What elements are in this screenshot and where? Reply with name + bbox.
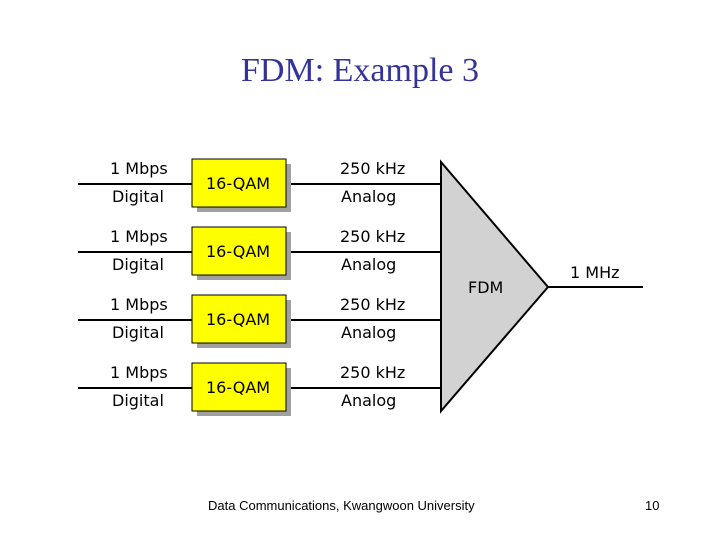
bandwidth-label: 250 kHz	[340, 227, 405, 246]
slide-footer: Data Communications, Kwangwoon Universit…	[208, 498, 475, 513]
input-rate-label: 1 Mbps	[110, 159, 168, 178]
input-type-label: Digital	[112, 391, 164, 410]
modulator-label: 16-QAM	[206, 242, 270, 261]
signal-type-label: Analog	[341, 391, 396, 410]
input-rate-label: 1 Mbps	[110, 227, 168, 246]
modulator-label: 16-QAM	[206, 378, 270, 397]
signal-type-label: Analog	[341, 255, 396, 274]
bandwidth-label: 250 kHz	[340, 295, 405, 314]
input-type-label: Digital	[112, 187, 164, 206]
modulator-box	[191, 362, 287, 412]
modulator-box	[191, 294, 287, 344]
modulator-label: 16-QAM	[206, 174, 270, 193]
input-rate-label: 1 Mbps	[110, 295, 168, 314]
bandwidth-label: 250 kHz	[340, 159, 405, 178]
bandwidth-label: 250 kHz	[340, 363, 405, 382]
input-rate-label: 1 Mbps	[110, 363, 168, 382]
slide-title: FDM: Example 3	[241, 52, 479, 89]
input-type-label: Digital	[112, 255, 164, 274]
page-number: 10	[645, 498, 660, 513]
modulator-box	[191, 226, 287, 276]
modulator-label: 16-QAM	[206, 310, 270, 329]
input-type-label: Digital	[112, 323, 164, 342]
signal-type-label: Analog	[341, 323, 396, 342]
output-bandwidth-label: 1 MHz	[570, 263, 620, 282]
fdm-multiplexer-trapezoid	[440, 159, 550, 414]
signal-type-label: Analog	[341, 187, 396, 206]
multiplexer-label: FDM	[468, 278, 503, 297]
modulator-box	[191, 158, 287, 208]
